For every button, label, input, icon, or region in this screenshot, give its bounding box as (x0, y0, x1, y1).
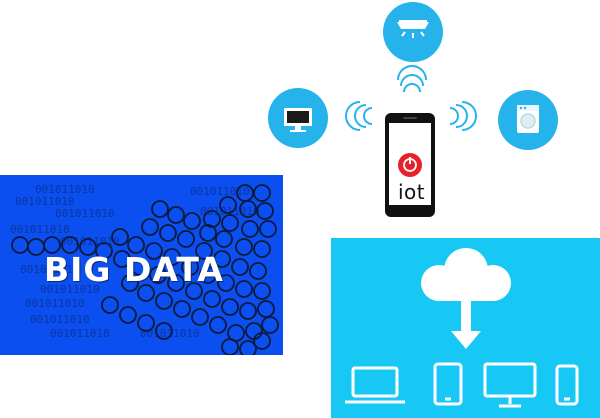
data-ring (213, 250, 231, 268)
tablet-icon (433, 362, 463, 406)
download-arrow-icon (451, 301, 481, 349)
data-ring (27, 238, 45, 256)
data-ring (159, 224, 177, 242)
data-ring (61, 236, 79, 254)
data-ring (253, 282, 271, 300)
smartphone-icon (555, 364, 579, 406)
binary-text: 001011010 (30, 313, 90, 326)
data-ring (119, 306, 137, 324)
data-ring (203, 290, 221, 308)
binary-text: 001011010 (15, 195, 75, 208)
binary-text: 001011010 (50, 327, 110, 340)
data-ring (101, 296, 119, 314)
binary-text: 001011010 (55, 207, 115, 220)
data-ring (219, 196, 237, 214)
data-ring (235, 280, 253, 298)
data-ring (239, 200, 257, 218)
data-ring (121, 274, 139, 292)
data-ring (163, 248, 181, 266)
smoke-detector-bubble (383, 2, 443, 62)
data-ring (221, 214, 239, 232)
washing-machine-icon (517, 105, 539, 133)
data-ring (239, 302, 257, 320)
data-ring (181, 258, 199, 276)
data-ring (261, 316, 279, 334)
cloud-panel (331, 238, 600, 418)
data-ring (113, 250, 131, 268)
data-ring (209, 316, 227, 334)
cloud-icon (421, 248, 511, 301)
data-ring (79, 238, 97, 256)
data-ring (191, 308, 209, 326)
data-ring (221, 338, 239, 355)
big-data-title: BIG DATA (44, 250, 224, 289)
big-data-graphic: 0010110100010110100010110100010110100010… (10, 183, 279, 355)
data-ring (155, 292, 173, 310)
binary-text: 001011010 (20, 263, 80, 276)
data-ring (131, 258, 149, 276)
data-ring (95, 242, 113, 260)
data-ring (199, 224, 217, 242)
data-ring (231, 258, 249, 276)
data-ring (253, 332, 271, 350)
data-ring (111, 228, 129, 246)
data-ring (235, 238, 253, 256)
data-ring (149, 266, 167, 284)
binary-text: 001011010 (25, 297, 85, 310)
phone-icon (385, 113, 435, 217)
data-ring (137, 314, 155, 332)
binary-text: 001011010 (40, 283, 100, 296)
data-ring (239, 340, 257, 355)
monitor-bubble (268, 88, 328, 148)
data-ring (259, 220, 277, 238)
data-ring (141, 218, 159, 236)
data-ring (245, 322, 263, 340)
binary-text: 001011010 (140, 327, 200, 340)
data-ring (249, 262, 267, 280)
data-ring (199, 266, 217, 284)
data-ring (137, 284, 155, 302)
data-ring (195, 242, 213, 260)
data-ring (11, 236, 29, 254)
data-ring (253, 184, 271, 202)
data-ring (221, 298, 239, 316)
data-ring (167, 206, 185, 224)
data-ring (127, 236, 145, 254)
binary-text: 001011010 (10, 223, 70, 236)
iot-label: iot (398, 180, 426, 204)
data-ring (155, 322, 173, 340)
smoke-detector-icon (397, 20, 429, 38)
data-ring (185, 282, 203, 300)
cloud-graphic (345, 248, 579, 408)
binary-text: 001011010 (190, 185, 250, 198)
data-ring (145, 242, 163, 260)
data-ring (257, 300, 275, 318)
laptop-icon (345, 366, 405, 404)
data-ring (173, 300, 191, 318)
data-ring (241, 220, 259, 238)
washing-machine-bubble (498, 90, 558, 150)
smartphone-iot (385, 113, 435, 217)
data-ring (183, 212, 201, 230)
data-ring (217, 274, 235, 292)
monitor-icon (284, 108, 312, 132)
data-ring (167, 274, 185, 292)
data-ring (43, 236, 61, 254)
data-ring (177, 230, 195, 248)
data-ring (253, 240, 271, 258)
binary-text: 001011010 (200, 205, 260, 218)
data-ring (151, 200, 169, 218)
data-ring (256, 202, 274, 220)
desktop-monitor-icon (483, 362, 537, 408)
data-ring (215, 230, 233, 248)
binary-text: 001011010 (35, 183, 95, 196)
